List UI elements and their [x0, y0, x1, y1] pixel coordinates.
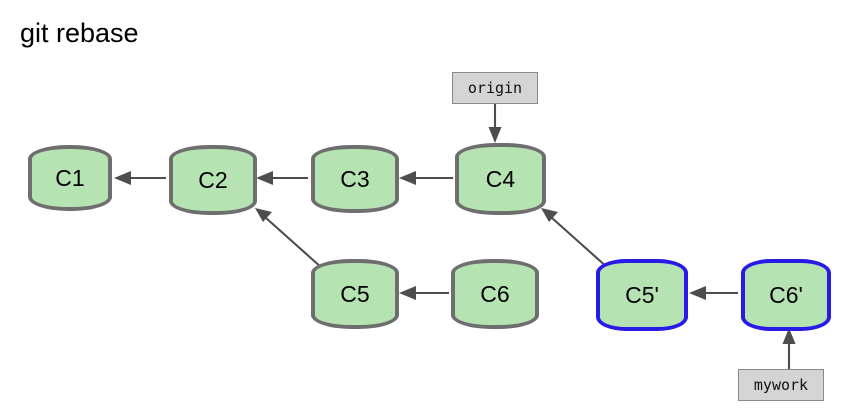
commit-node-c3[interactable]: C3: [311, 145, 399, 213]
commit-label-c6: C6: [480, 280, 510, 307]
ref-label-mywork[interactable]: mywork: [738, 369, 824, 401]
ref-label-mywork-text: mywork: [753, 376, 809, 394]
commit-node-c6[interactable]: C6: [451, 259, 539, 329]
arrow-c2-to-c1: [114, 171, 166, 185]
commit-node-c5-prime[interactable]: C5': [596, 259, 688, 331]
ref-label-origin-text: origin: [467, 79, 523, 97]
arrow-mywork-to-c6prime: [782, 328, 796, 369]
arrow-c5-to-c2: [255, 208, 323, 269]
page-title: git rebase: [20, 18, 139, 48]
commit-label-c4: C4: [485, 165, 516, 192]
ref-label-origin[interactable]: origin: [452, 72, 538, 104]
arrow-origin-to-c4: [488, 104, 502, 143]
arrow-c3-to-c2: [256, 171, 308, 185]
commit-label-c5: C5: [340, 280, 370, 307]
commit-label-c2: C2: [198, 166, 228, 193]
commit-label-c6-prime: C6': [769, 281, 803, 308]
arrow-c6prime-to-c5prime: [689, 286, 738, 300]
commit-node-c5[interactable]: C5: [311, 259, 399, 329]
arrow-c4-to-c3: [399, 171, 453, 185]
arrow-c6-to-c5: [399, 286, 449, 300]
commit-node-c1[interactable]: C1: [28, 145, 112, 211]
commit-node-c4[interactable]: C4: [455, 143, 546, 215]
commit-node-c2[interactable]: C2: [169, 145, 257, 215]
commit-label-c1: C1: [55, 164, 85, 191]
commit-node-c6-prime[interactable]: C6': [741, 259, 831, 331]
commit-label-c3: C3: [340, 165, 370, 192]
commit-label-c5-prime: C5': [625, 281, 659, 308]
arrow-c5prime-to-c4: [541, 208, 609, 269]
